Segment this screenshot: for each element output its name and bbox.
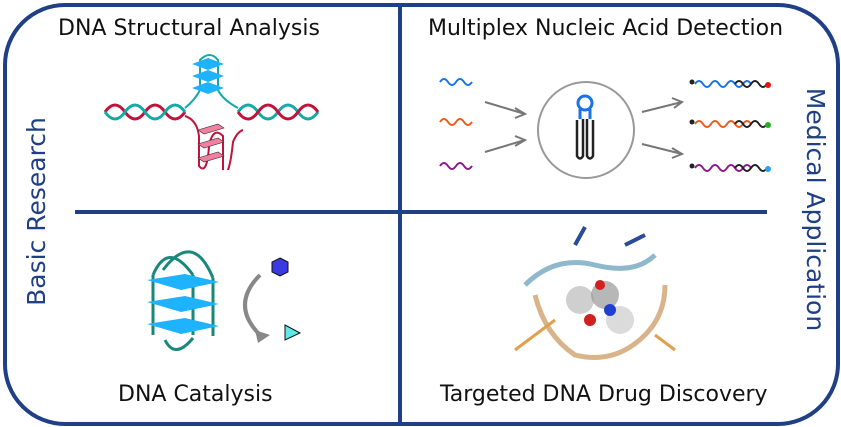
drug-discovery-illustration [514, 226, 676, 360]
title-drug-discovery: Targeted DNA Drug Discovery [440, 382, 768, 407]
title-dna-catalysis: DNA Catalysis [118, 382, 273, 407]
side-label-basic-research: Basic Research [21, 117, 51, 306]
horizontal-divider [75, 210, 767, 214]
dna-structure-illustration [103, 54, 320, 170]
dna-catalysis-illustration [147, 250, 302, 351]
title-multiplex-detection: Multiplex Nucleic Acid Detection [428, 16, 784, 41]
multiplex-detection-illustration [439, 78, 771, 179]
title-dna-structural-analysis: DNA Structural Analysis [58, 16, 320, 41]
side-label-medical-application: Medical Application [801, 87, 831, 332]
outer-frame [3, 3, 840, 426]
